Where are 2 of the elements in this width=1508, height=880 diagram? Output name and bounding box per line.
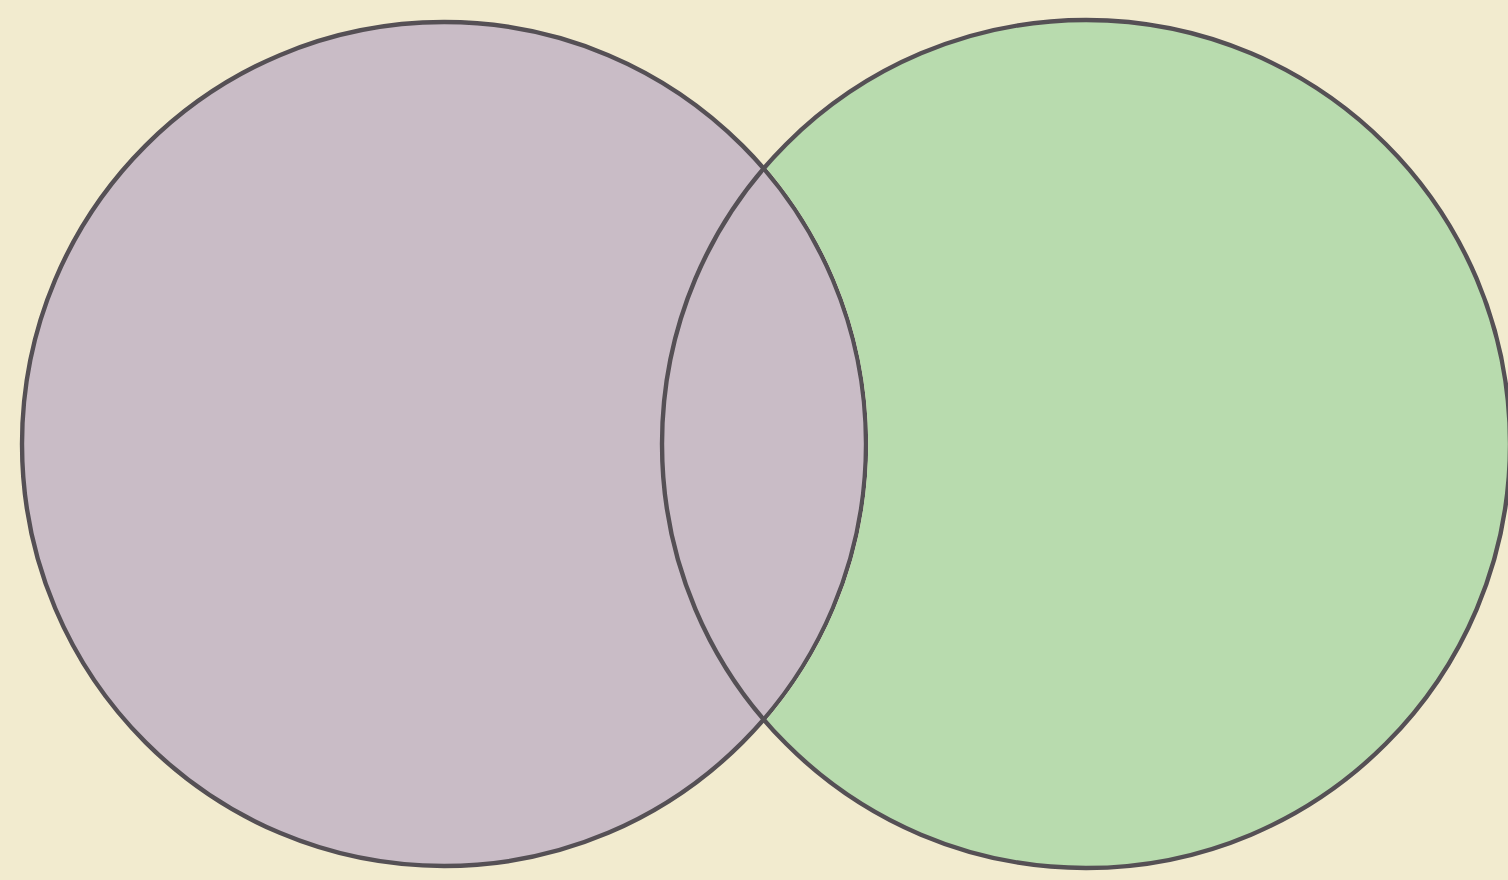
venn-circle [19, 19, 869, 869]
venn-circle [659, 17, 1508, 871]
